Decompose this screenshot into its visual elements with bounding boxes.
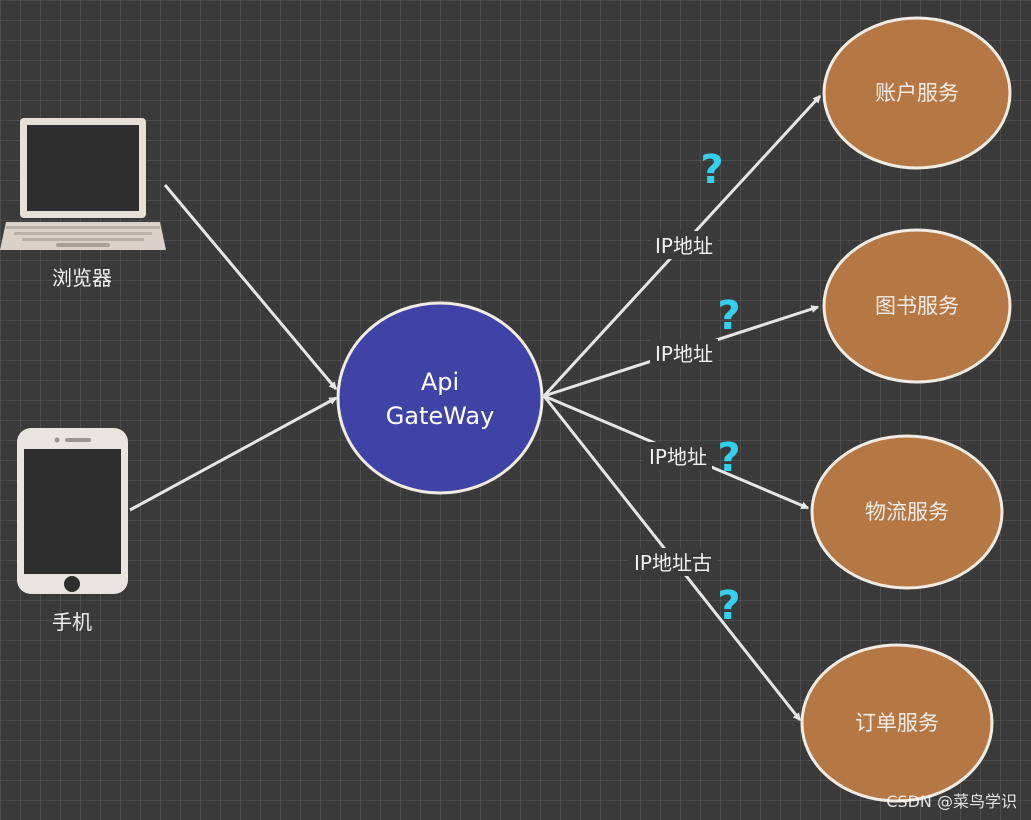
service-label-account: 账户服务: [875, 81, 959, 105]
edge-label-orders: IP地址古: [634, 551, 712, 575]
question-mark-icon: ?: [717, 583, 740, 629]
service-node-books: 图书服务: [822, 228, 1012, 384]
phone-to-gateway-arrow: [129, 396, 338, 512]
gateway-node: Api GateWay: [336, 301, 544, 495]
service-label-orders: 订单服务: [855, 711, 939, 735]
laptop-icon: [0, 118, 166, 250]
edge-label-books: IP地址: [655, 342, 713, 366]
browser-label: 浏览器: [52, 266, 112, 290]
browser-to-gateway-arrow: [163, 184, 338, 391]
question-mark-icon: ?: [717, 435, 740, 481]
gateway-label-line1: Api: [421, 368, 459, 396]
question-mark-icon: ?: [717, 293, 740, 339]
edge-label-bg: [644, 442, 712, 470]
service-label-books: 图书服务: [875, 294, 959, 318]
watermark: CSDN @菜鸟学识: [886, 792, 1017, 811]
service-node-logistics: 物流服务: [810, 434, 1004, 590]
phone-label: 手机: [52, 610, 92, 634]
edge-label-bg: [650, 231, 718, 259]
service-node-account: 账户服务: [822, 16, 1012, 170]
phone-icon: [17, 428, 128, 594]
edge-label-bg: [628, 548, 718, 576]
gateway-label-line2: GateWay: [386, 402, 495, 430]
edge-label-account: IP地址: [655, 234, 713, 258]
question-mark-icon: ?: [700, 147, 723, 193]
service-label-logistics: 物流服务: [865, 500, 949, 524]
service-node-orders: 订单服务: [800, 643, 994, 803]
edge-label-logistics: IP地址: [649, 445, 707, 469]
edge-label-bg: [650, 339, 718, 367]
